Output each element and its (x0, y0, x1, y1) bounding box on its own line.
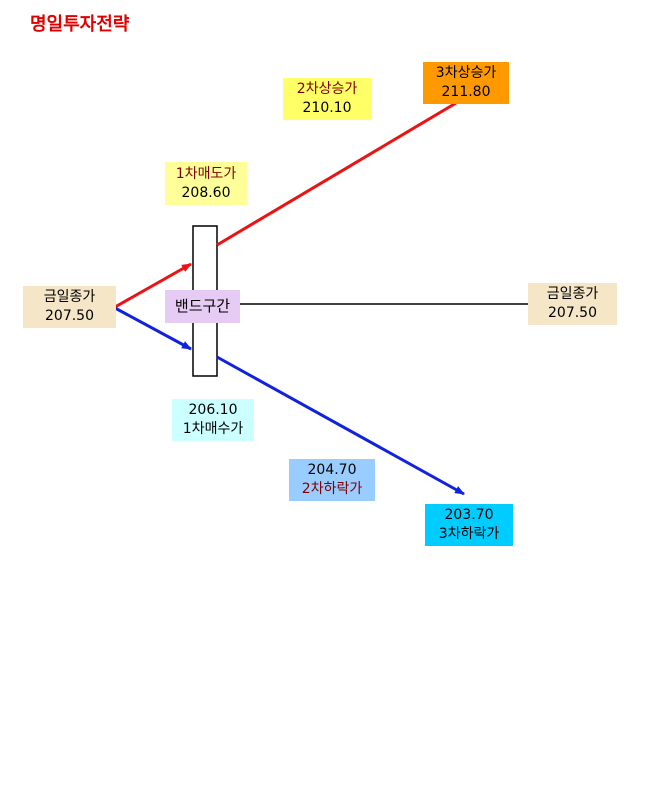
down2-label: 2차하락가 (301, 481, 363, 497)
buy1-label: 1차매수가 (182, 421, 244, 437)
sell1-box: 1차매도가 208.60 (165, 162, 247, 205)
up3-value: 211.80 (441, 84, 491, 100)
buy1-box: 206.10 1차매수가 (172, 399, 254, 441)
sell1-label: 1차매도가 (175, 165, 237, 182)
down3-value: 203.70 (444, 507, 494, 523)
close-left-value: 207.50 (45, 308, 94, 324)
down2-value: 204.70 (307, 462, 357, 478)
band-label-box: 밴드구간 (165, 290, 240, 323)
arrow-close-to-buy (114, 306, 192, 351)
sell1-value: 208.60 (181, 184, 231, 201)
down2-box: 204.70 2차하락가 (289, 459, 375, 501)
close-left-box: 금일종가 207.50 (23, 286, 116, 328)
up3-label: 3차상승가 (435, 65, 497, 81)
up2-label: 2차상승가 (296, 81, 358, 97)
band-label: 밴드구간 (174, 297, 231, 315)
arrow-close-to-sell (114, 262, 192, 309)
up2-value: 210.10 (302, 100, 352, 116)
close-right-label: 금일종가 (546, 286, 599, 302)
up2-box: 2차상승가 210.10 (283, 78, 371, 120)
buy1-value: 206.10 (188, 402, 238, 418)
page-title: 명일투자전략 (30, 14, 130, 35)
trend-line-up (216, 101, 457, 247)
close-left-label: 금일종가 (43, 289, 96, 305)
trend-line-down (216, 355, 465, 496)
close-right-box: 금일종가 207.50 (528, 283, 617, 325)
up3-box: 3차상승가 211.80 (423, 62, 509, 104)
down3-box: 203.70 3차하락가 (425, 504, 513, 546)
close-right-value: 207.50 (548, 305, 597, 321)
down3-label: 3차하락가 (438, 526, 500, 542)
